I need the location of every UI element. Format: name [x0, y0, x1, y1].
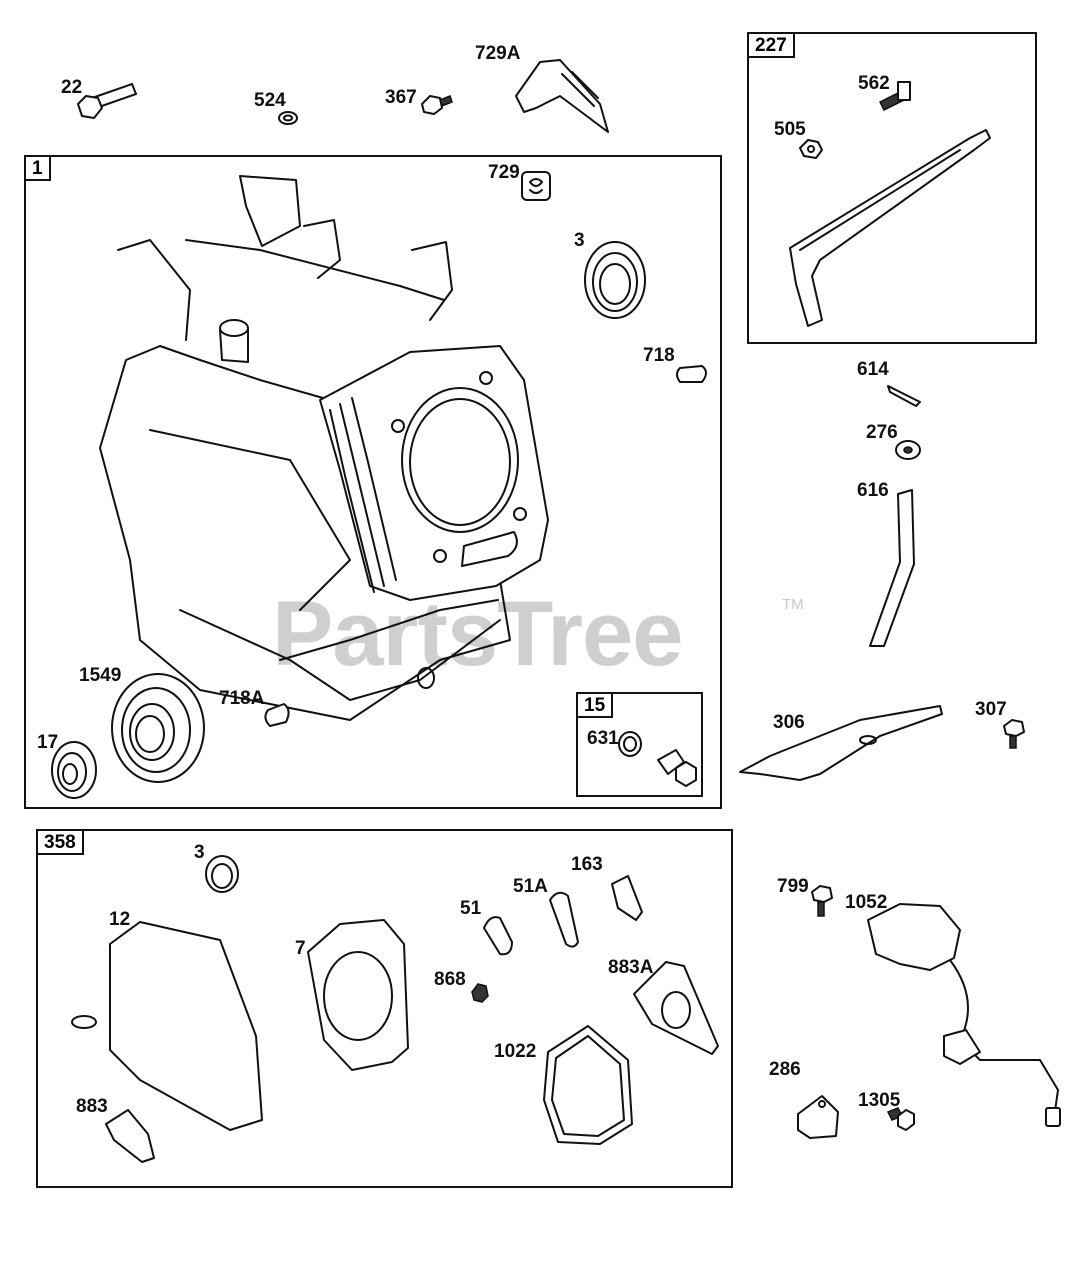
label-524: 524	[254, 90, 286, 111]
part-286-clip[interactable]	[797, 1095, 839, 1139]
group-tag-15: 15	[578, 694, 614, 718]
label-718A: 718A	[219, 688, 265, 709]
part-7-head-gasket[interactable]	[307, 919, 409, 1071]
part-22-bolt[interactable]	[77, 83, 137, 119]
part-307-screw[interactable]	[1003, 719, 1025, 749]
label-505: 505	[774, 119, 806, 140]
label-799: 799	[777, 876, 809, 897]
part-524-washer[interactable]	[278, 111, 298, 125]
part-799-screw[interactable]	[811, 885, 833, 917]
part-1305-screw[interactable]	[886, 1107, 915, 1131]
label-306: 306	[773, 712, 805, 733]
label-1052: 1052	[845, 892, 888, 913]
label-729A: 729A	[475, 43, 521, 64]
part-15-drain-plug[interactable]	[657, 749, 697, 787]
label-729: 729	[488, 162, 520, 183]
part-718A-dowel[interactable]	[264, 703, 290, 727]
label-883A: 883A	[608, 957, 654, 978]
label-883: 883	[76, 1096, 108, 1117]
group-frame-227: 227	[747, 32, 1037, 344]
label-3-lower: 3	[194, 842, 205, 863]
group-tag-1: 1	[26, 157, 51, 181]
watermark-trademark: TM	[782, 596, 804, 613]
label-718: 718	[643, 345, 675, 366]
part-718-dowel[interactable]	[676, 365, 707, 383]
part-1052-oil-sensor[interactable]	[867, 903, 1061, 1127]
part-868-nut[interactable]	[471, 983, 489, 1003]
part-562-bolt[interactable]	[878, 81, 911, 112]
part-17-bearing[interactable]	[51, 741, 97, 799]
group-frame-358: 358	[36, 829, 733, 1188]
group-frame-1: 1	[24, 155, 722, 809]
part-729-grommet[interactable]	[521, 171, 551, 201]
part-1-crankcase[interactable]	[99, 175, 549, 721]
label-22: 22	[61, 77, 83, 98]
label-7: 7	[295, 938, 306, 959]
part-631-washer[interactable]	[618, 731, 642, 757]
part-505-nut[interactable]	[799, 139, 823, 159]
label-1305: 1305	[858, 1090, 901, 1111]
label-614: 614	[857, 359, 889, 380]
part-883A-gasket[interactable]	[633, 961, 719, 1055]
label-868: 868	[434, 969, 466, 990]
label-12: 12	[109, 909, 131, 930]
part-883-gasket[interactable]	[105, 1109, 155, 1163]
label-163: 163	[571, 854, 603, 875]
part-1549-bearing[interactable]	[111, 673, 205, 783]
label-17: 17	[37, 732, 59, 753]
part-614-pin[interactable]	[887, 385, 921, 407]
group-tag-358: 358	[38, 831, 84, 855]
part-1022-valve-cover-gasket[interactable]	[543, 1025, 633, 1145]
part-306-air-guide[interactable]	[739, 705, 943, 781]
part-163-gasket[interactable]	[611, 875, 643, 921]
part-51A-gasket[interactable]	[549, 891, 579, 948]
part-51-gasket[interactable]	[483, 916, 513, 956]
label-1549: 1549	[79, 665, 122, 686]
label-1022: 1022	[494, 1041, 537, 1062]
part-12-crankcase-gasket[interactable]	[71, 921, 263, 1131]
part-276-washer[interactable]	[895, 440, 921, 460]
label-276: 276	[866, 422, 898, 443]
part-729A-bracket[interactable]	[515, 59, 609, 133]
label-51A: 51A	[513, 876, 548, 897]
label-3-upper: 3	[574, 230, 585, 251]
label-631: 631	[587, 728, 619, 749]
part-367-screw[interactable]	[421, 95, 453, 115]
part-3-oil-seal[interactable]	[584, 241, 646, 319]
part-227-governor-lever[interactable]	[789, 129, 991, 327]
group-tag-227: 227	[749, 34, 795, 58]
label-307: 307	[975, 699, 1007, 720]
label-367: 367	[385, 87, 417, 108]
label-51: 51	[460, 898, 482, 919]
part-3-oil-seal-kit[interactable]	[205, 855, 239, 893]
group-frame-15: 15	[576, 692, 703, 797]
label-616: 616	[857, 480, 889, 501]
label-286: 286	[769, 1059, 801, 1080]
label-562: 562	[858, 73, 890, 94]
part-616-governor-shaft[interactable]	[869, 489, 915, 647]
